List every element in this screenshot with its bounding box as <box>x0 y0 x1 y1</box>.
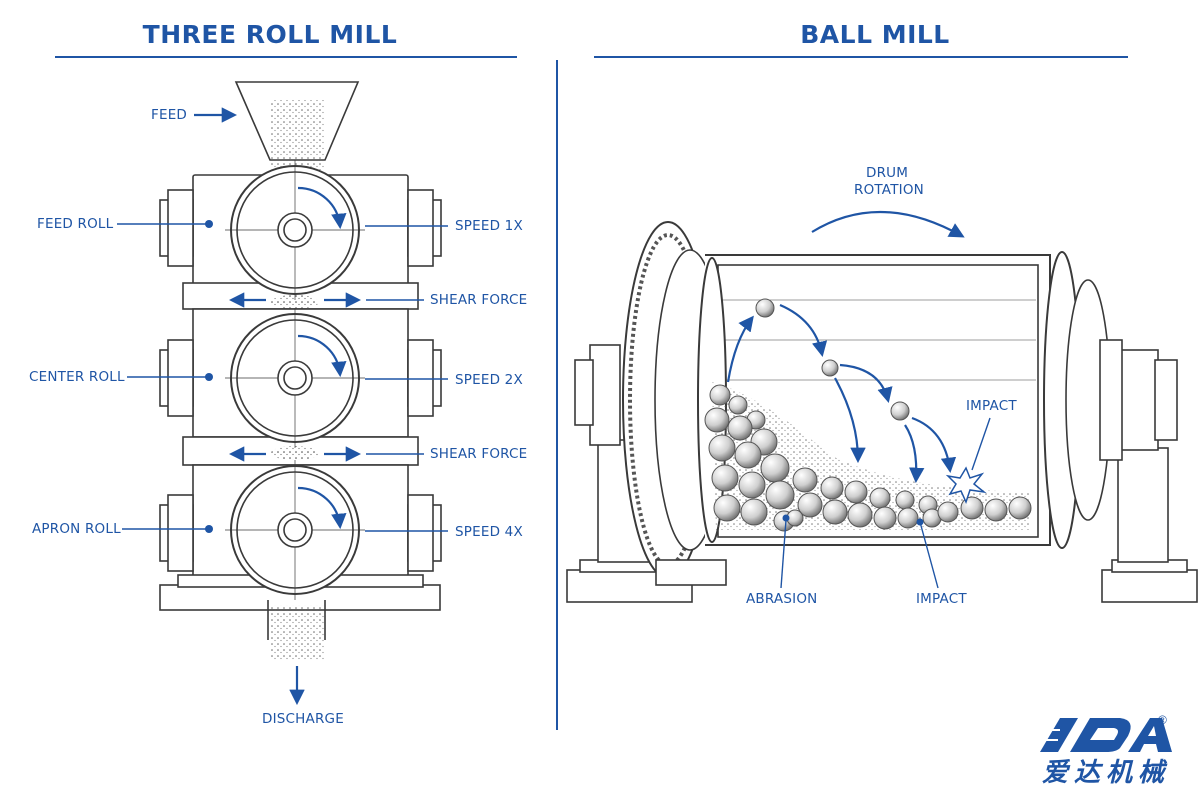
abrasion-label: ABRASION <box>746 591 818 607</box>
roll-rotation-arrows <box>297 186 347 530</box>
speed-1-label: SPEED 1X <box>455 218 523 234</box>
abrasion-leader <box>780 519 787 589</box>
registered-mark: ® <box>1158 713 1167 727</box>
ball-mill-title: BALL MILL <box>800 20 950 49</box>
ball-mill-drawing <box>566 221 1198 603</box>
center-roll-rotation-arrow <box>297 334 347 378</box>
ida-logo-mark <box>1032 718 1172 752</box>
three-roll-mill-drawing <box>159 81 442 660</box>
airborne-ball-2 <box>821 359 839 377</box>
ball-impact-arrow <box>911 416 957 474</box>
grinding-balls <box>704 298 1032 532</box>
airborne-ball-1 <box>755 298 775 318</box>
right-title-underline <box>594 56 1128 58</box>
shear-force-1-label: SHEAR FORCE <box>430 292 528 308</box>
ball-path-arrow-2 <box>839 363 893 403</box>
airborne-ball-3 <box>890 401 910 421</box>
discharge-label: DISCHARGE <box>262 711 344 727</box>
feed-roll-label: FEED ROLL <box>37 216 114 232</box>
left-title-underline <box>55 56 517 58</box>
feed-roll-rotation-arrow <box>297 186 347 230</box>
apron-roll-label: APRON ROLL <box>32 521 121 537</box>
ball-fall-arrow <box>904 424 925 484</box>
speed-2-label: SPEED 2X <box>455 372 523 388</box>
ball-path-arrow-1 <box>779 303 828 358</box>
center-divider <box>556 60 558 730</box>
impact-top-leader <box>971 417 991 471</box>
shear-force-2-label: SHEAR FORCE <box>430 446 528 462</box>
ball-cascade-arrow <box>834 377 866 464</box>
impact-bottom-label: IMPACT <box>916 591 967 607</box>
impact-top-label: IMPACT <box>966 398 1017 414</box>
apron-roll-rotation-arrow <box>297 486 347 530</box>
center-roll-label: CENTER ROLL <box>29 369 125 385</box>
drum-rotation-label-line-1: DRUM <box>866 165 909 181</box>
feed-label: FEED <box>151 107 188 123</box>
brand-chinese-name: 爱达机械 <box>1042 758 1171 788</box>
impact-burst <box>945 466 987 505</box>
drum-rotation-arrow <box>811 210 965 238</box>
impact-bottom-leader <box>919 521 939 589</box>
speed-3-label: SPEED 4X <box>455 524 523 540</box>
three-roll-mill-title: THREE ROLL MILL <box>142 20 398 49</box>
ball-lift-arrow <box>726 315 754 383</box>
drum-rotation-label-line-2: ROTATION <box>854 182 924 198</box>
